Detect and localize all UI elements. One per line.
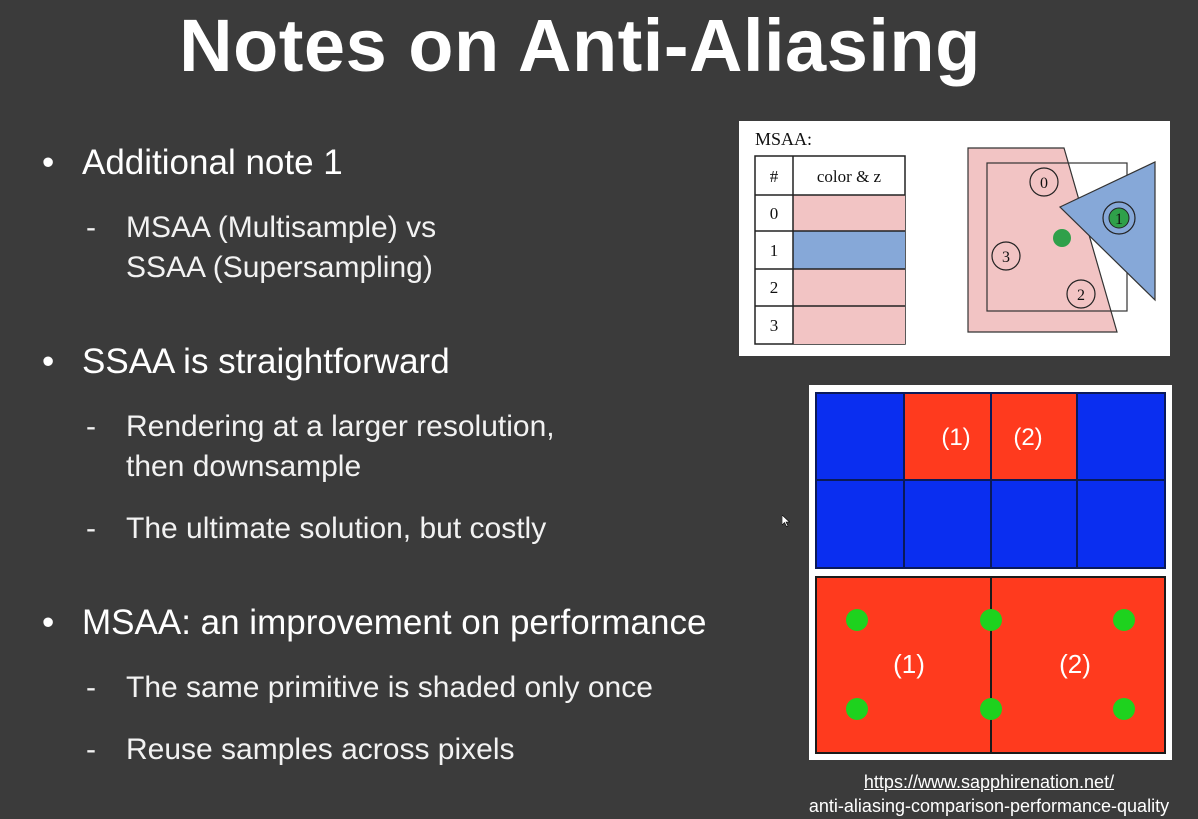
ssaa-grid: (1) (2) [815, 392, 1166, 569]
sample-2-label: 2 [1077, 287, 1085, 304]
bullet-2-sub-2: -The ultimate solution, but costly [86, 509, 546, 549]
sample-dot-icon [980, 698, 1002, 720]
sample-dot-icon [846, 609, 868, 631]
top-label-2: (2) [1013, 424, 1042, 451]
source-credit: https://www.sapphirenation.net/ anti-ali… [780, 770, 1198, 818]
sub-dash: - [86, 211, 96, 244]
sample-row-3-color [793, 306, 905, 344]
table-row-index: 1 [770, 241, 779, 260]
sub-line: Reuse samples across pixels [126, 733, 515, 766]
sample-3-icon [991, 241, 1021, 271]
sample-dot-icon [1113, 698, 1135, 720]
bullet-dot: • [42, 342, 55, 381]
blue-primitive [1058, 161, 1156, 302]
sub-dash: - [86, 410, 96, 443]
bullet-3-sub-1: -The same primitive is shaded only once [86, 668, 653, 708]
bottom-label-1: (1) [893, 649, 925, 679]
sample-0-icon [1029, 167, 1059, 197]
top-label-1: (1) [941, 424, 970, 451]
sample-dot-icon [980, 609, 1002, 631]
table-header-color: color & z [817, 167, 882, 186]
slide-title: Notes on Anti-Aliasing [179, 4, 981, 87]
sample-1-icon [1102, 201, 1136, 235]
sub-line: The ultimate solution, but costly [126, 512, 547, 545]
sub-line: The same primitive is shaded only once [126, 671, 653, 704]
sub-line: Rendering at a larger resolution, [126, 410, 555, 443]
bullet-2: • SSAA is straightforward [42, 342, 450, 382]
bullet-2-sub-1: -Rendering at a larger resolution, then d… [86, 407, 555, 487]
bullet-3-text: MSAA: an improvement on performance [82, 603, 707, 642]
sub-line: SSAA (Supersampling) [126, 251, 433, 284]
table-row-index: 2 [770, 278, 779, 297]
red-cell-1 [904, 393, 991, 480]
sample-dot-icon [1113, 609, 1135, 631]
bottom-label-2: (2) [1059, 649, 1091, 679]
sample-3-label: 3 [1002, 249, 1010, 266]
msaa-label: MSAA: [755, 129, 812, 149]
sub-line: MSAA (Multisample) vs [126, 211, 437, 244]
bullet-3-sub-2: -Reuse samples across pixels [86, 730, 515, 770]
coverage-diagram: 0 1 3 2 [967, 147, 1156, 333]
bullet-3: • MSAA: an improvement on performance [42, 603, 706, 643]
sub-dash: - [86, 512, 96, 545]
bullet-dot: • [42, 603, 55, 642]
msaa-diagram: MSAA: # color & z 0 1 2 3 0 [754, 129, 1156, 345]
pink-primitive [967, 147, 1118, 333]
sample-row-2-color [793, 269, 905, 306]
sub-dash: - [86, 671, 96, 704]
pixel-grid-diagram: (1) (2) (1) (2) [815, 392, 1166, 754]
bullet-1-text: Additional note 1 [82, 143, 343, 182]
mouse-pointer-icon [782, 515, 790, 527]
red-cell-2 [991, 393, 1077, 480]
sample-row-1-color [793, 231, 905, 269]
source-link-path[interactable]: anti-aliasing-comparison-performance-qua… [808, 796, 1170, 816]
pixel-center-icon [1053, 229, 1071, 247]
sample-row-0-color [793, 195, 905, 231]
sample-table: # color & z 0 1 2 3 [754, 155, 906, 345]
bullet-2-text: SSAA is straightforward [82, 342, 450, 381]
bullet-dot: • [42, 143, 55, 182]
sub-dash: - [86, 733, 96, 766]
table-header-index: # [770, 167, 779, 186]
sub-line: then downsample [126, 450, 362, 483]
sample-0-label: 0 [1040, 175, 1048, 192]
table-row-index: 3 [770, 316, 779, 335]
pixel-grid-figure: (1) (2) (1) (2) [809, 385, 1172, 760]
msaa-grid: (1) (2) [815, 576, 1166, 754]
bullet-1-sub-1: -MSAA (Multisample) vs SSAA (Supersamplin… [86, 208, 436, 288]
bullet-1: • Additional note 1 [42, 143, 343, 183]
sample-1-label: 1 [1115, 211, 1123, 228]
table-row-index: 0 [770, 204, 779, 223]
sample-dot-icon [846, 698, 868, 720]
msaa-figure: MSAA: # color & z 0 1 2 3 0 [739, 121, 1170, 356]
sample-1-dot-icon [1108, 207, 1130, 229]
sample-2-icon [1066, 279, 1096, 309]
source-link[interactable]: https://www.sapphirenation.net/ [863, 772, 1115, 792]
